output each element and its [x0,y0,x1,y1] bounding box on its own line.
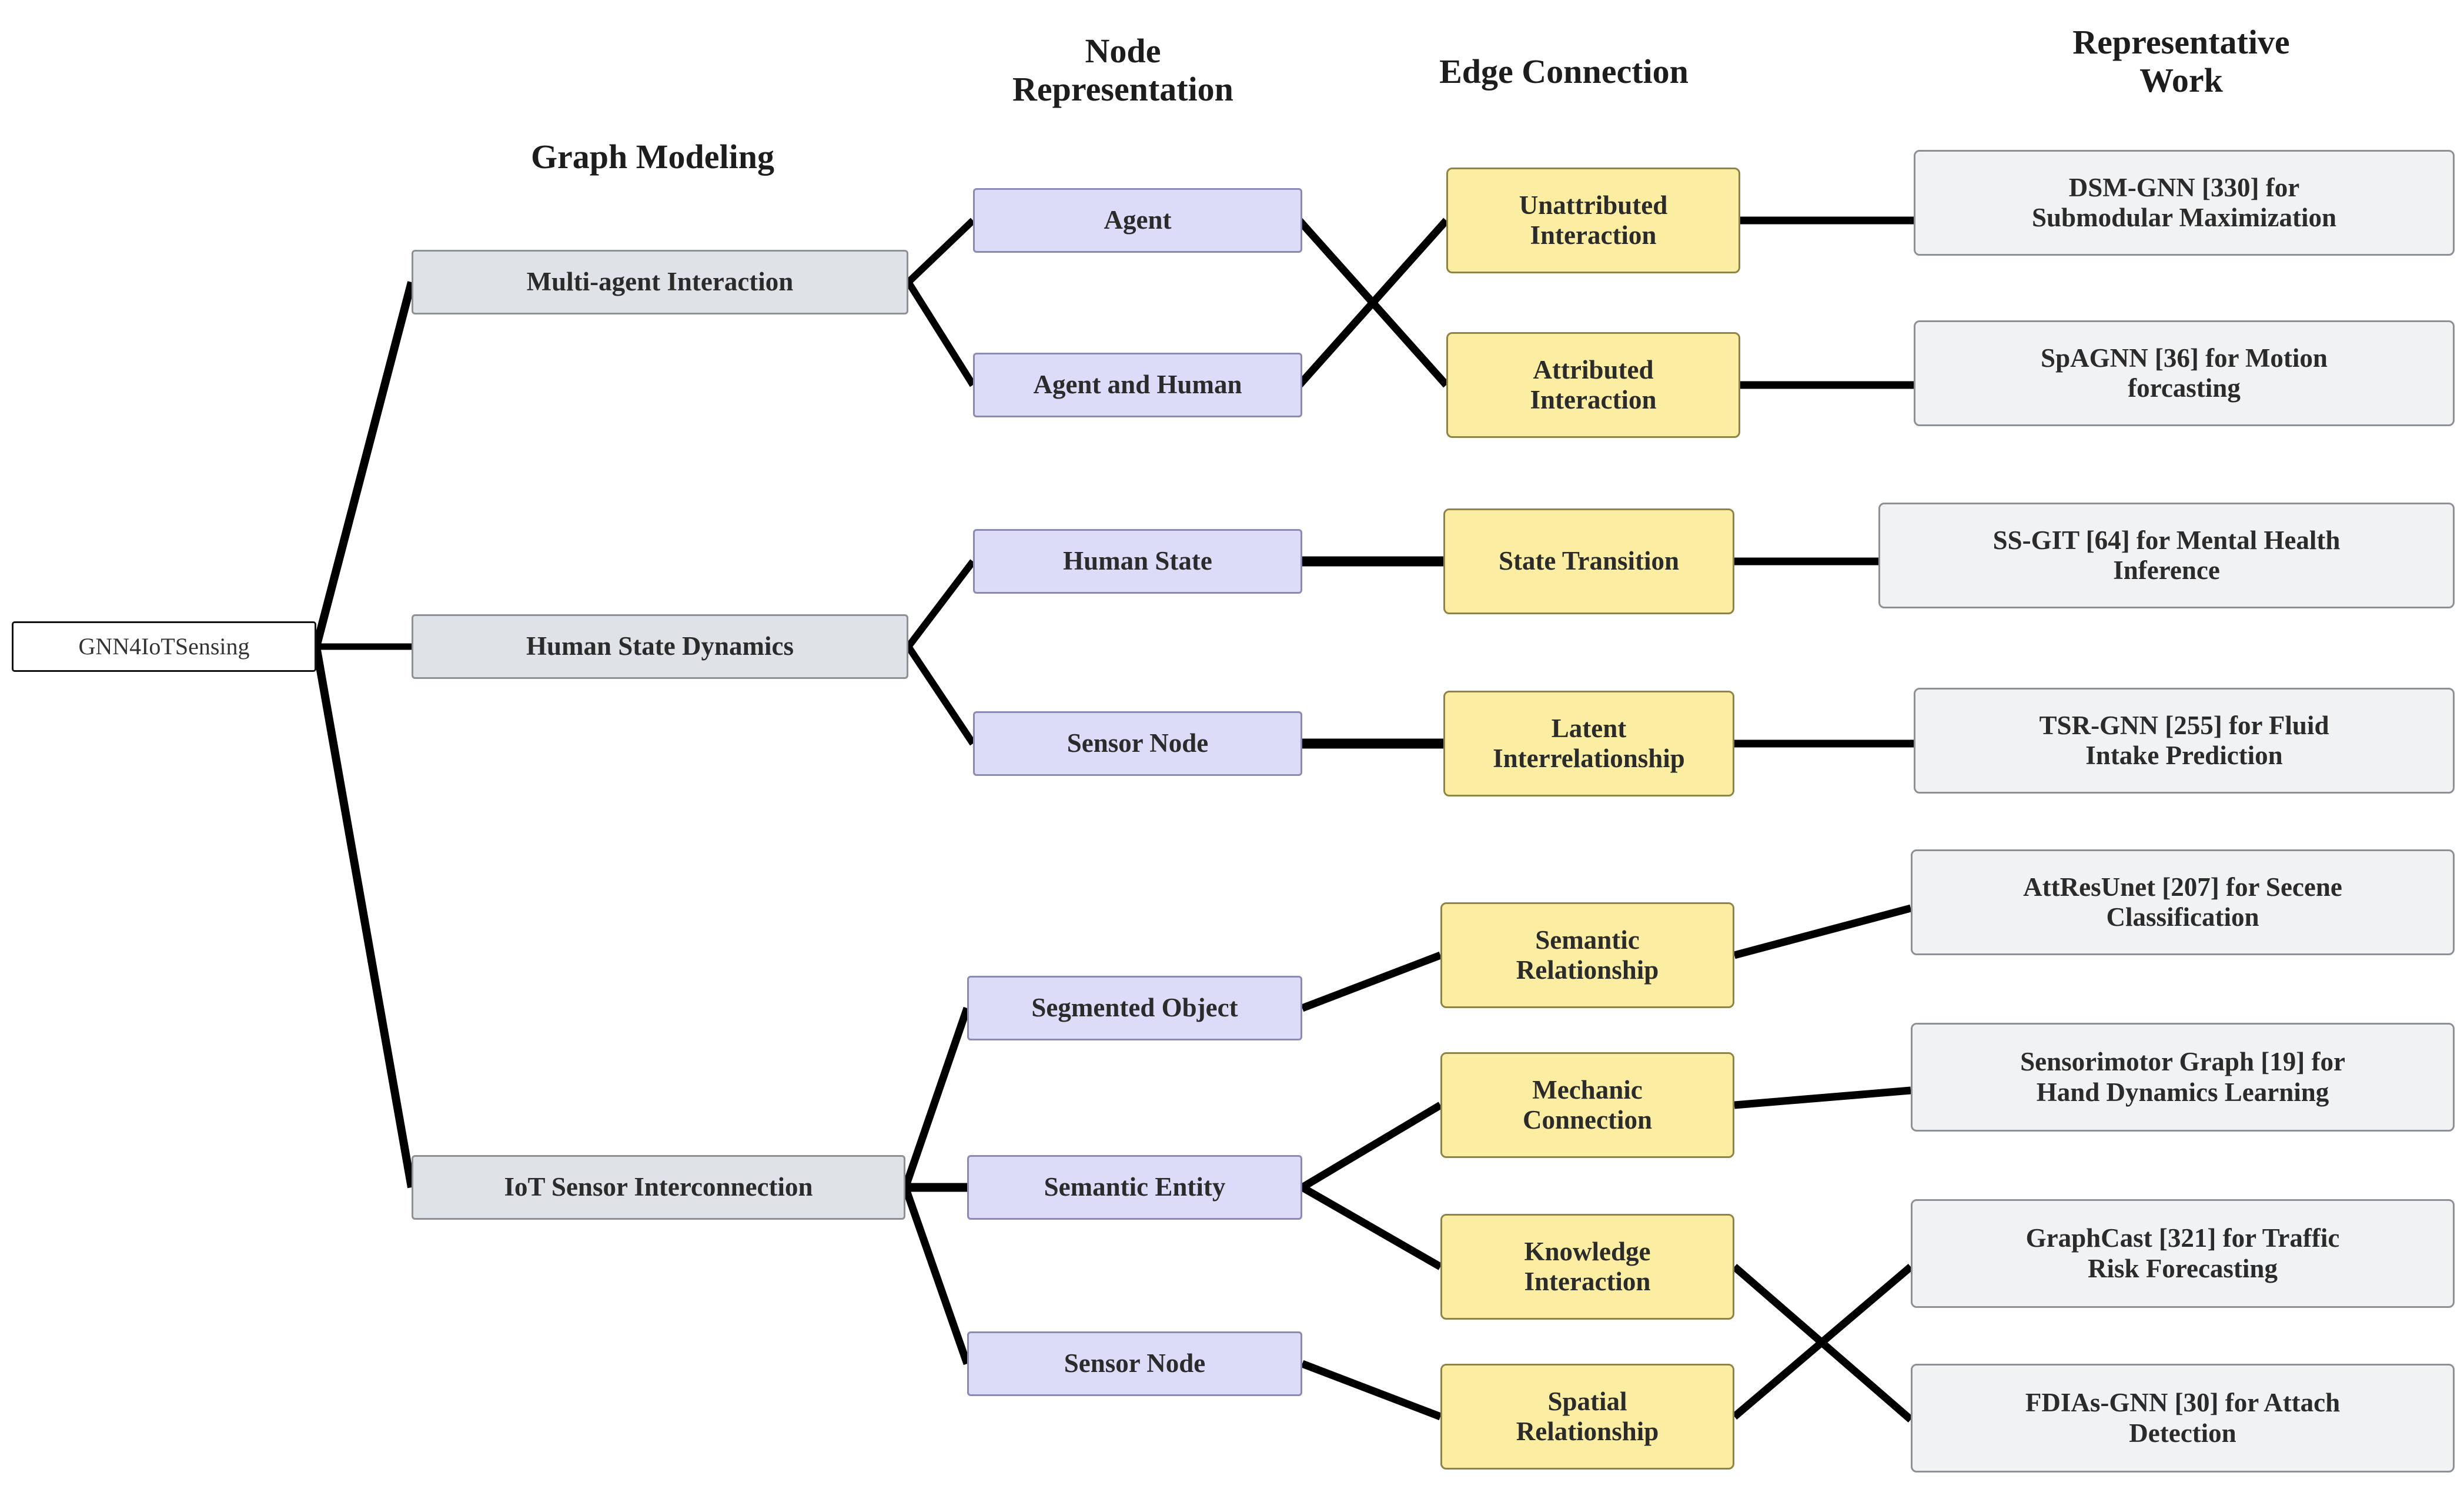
column-header-node-representation: Node Representation [1012,32,1233,108]
edge-connection-semantic-relationship[interactable]: Semantic Relationship [1440,902,1734,1008]
category-human-state-dynamics[interactable]: Human State Dynamics [412,614,908,679]
edge-connection-latent-interrelationship[interactable]: Latent Interrelationship [1443,691,1734,796]
node-representation-agent-and-human[interactable]: Agent and Human [973,353,1302,417]
edge-connection-state-transition[interactable]: State Transition [1443,508,1734,614]
edge-connection-attributed-interaction[interactable]: Attributed Interaction [1446,332,1740,438]
edge-connection-knowledge-interaction[interactable]: Knowledge Interaction [1440,1214,1734,1320]
column-header-edge-connection: Edge Connection [1439,52,1689,91]
representative-work-spagnn[interactable]: SpAGNN [36] for Motion forcasting [1914,320,2455,426]
edge-connection-unattributed-interaction[interactable]: Unattributed Interaction [1446,168,1740,273]
representative-work-fdias-gnn[interactable]: FDIAs-GNN [30] for Attach Detection [1911,1364,2455,1472]
representative-work-ss-git[interactable]: SS-GIT [64] for Mental Health Inference [1878,503,2455,608]
node-representation-segmented-object[interactable]: Segmented Object [967,976,1302,1040]
representative-work-dsm-gnn[interactable]: DSM-GNN [330] for Submodular Maximizatio… [1914,150,2455,256]
root-node-gnn4iotsensing[interactable]: GNN4IoTSensing [12,621,316,672]
category-multi-agent-interaction[interactable]: Multi-agent Interaction [412,250,908,314]
node-representation-semantic-entity[interactable]: Semantic Entity [967,1155,1302,1220]
node-representation-sensor-node-human-state-dynamics[interactable]: Sensor Node [973,711,1302,776]
representative-work-tsr-gnn[interactable]: TSR-GNN [255] for Fluid Intake Predictio… [1914,688,2455,794]
node-representation-human-state[interactable]: Human State [973,529,1302,594]
column-header-graph-modeling: Graph Modeling [530,138,775,176]
column-header-representative-work: Representative Work [2072,23,2290,99]
representative-work-attresunet[interactable]: AttResUnet [207] for Secene Classificati… [1911,849,2455,955]
representative-work-graphcast[interactable]: GraphCast [321] for Traffic Risk Forecas… [1911,1199,2455,1308]
edge-connection-spatial-relationship[interactable]: Spatial Relationship [1440,1364,1734,1470]
edge-connection-mechanic-connection[interactable]: Mechanic Connection [1440,1052,1734,1158]
node-representation-sensor-node-iot[interactable]: Sensor Node [967,1331,1302,1396]
representative-work-sensorimotor-graph[interactable]: Sensorimotor Graph [19] for Hand Dynamic… [1911,1023,2455,1132]
category-iot-sensor-interconnection[interactable]: IoT Sensor Interconnection [412,1155,905,1220]
node-representation-agent[interactable]: Agent [973,188,1302,253]
